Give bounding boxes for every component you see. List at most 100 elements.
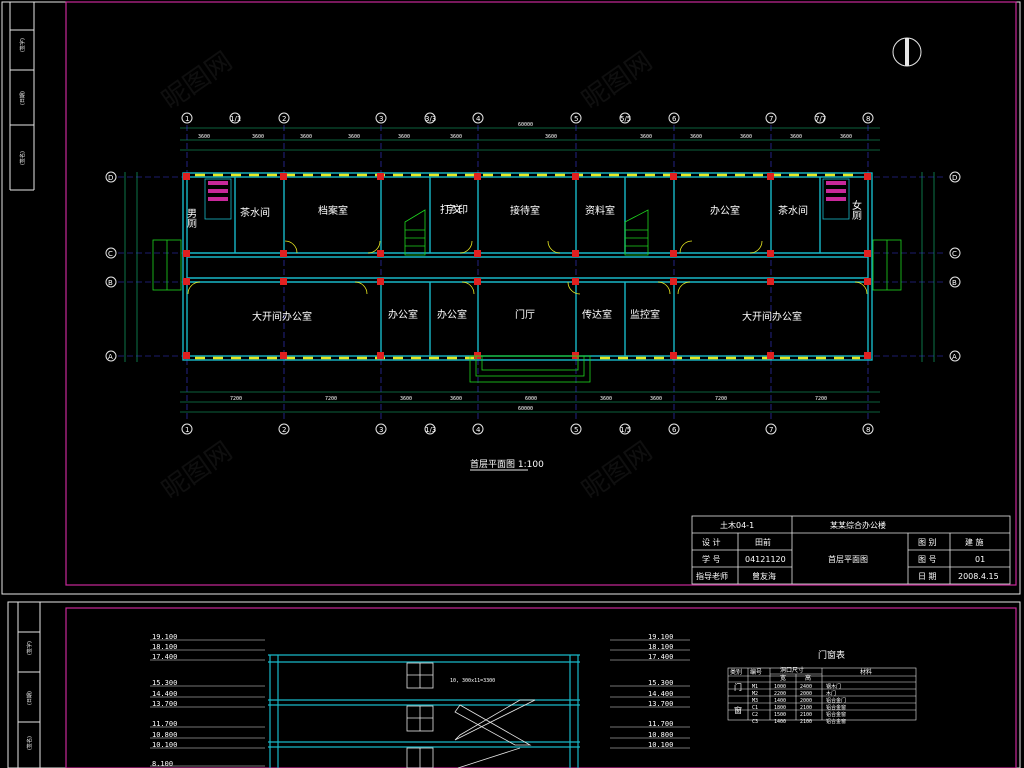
door-table-cell: 铝合金窗 <box>826 718 846 725</box>
svg-text:5: 5 <box>574 426 578 434</box>
svg-text:7200: 7200 <box>715 396 727 402</box>
tb-sheet-label: 图 号 <box>918 555 937 564</box>
stair-left <box>152 239 182 291</box>
tb-course: 土木04-1 <box>720 520 754 530</box>
svg-text:1: 1 <box>185 426 189 434</box>
level-right-5: 14.400 <box>648 690 673 698</box>
svg-text:3600: 3600 <box>650 396 662 402</box>
svg-text:5: 5 <box>574 115 578 123</box>
svg-text:7: 7 <box>769 115 773 123</box>
room-guard: 传达室 <box>582 308 612 321</box>
svg-text:7200: 7200 <box>325 396 337 402</box>
level-right-1: 19.100 <box>648 633 673 641</box>
svg-text:B: B <box>952 279 957 287</box>
room-print: 打字文印 <box>440 203 468 216</box>
axis-bubbles-bottom: 1 2 3 1/3 4 5 1/5 6 7 8 <box>181 423 874 435</box>
level-left-10: 8.100 <box>152 760 173 768</box>
tb-studentno: 04121120 <box>745 555 786 564</box>
room-male-wc: 男厕 <box>185 208 197 229</box>
title-block: 土木04-1 某某综合办公楼 设 计 田前 学 号 04121120 指导老师 … <box>691 515 1011 585</box>
axis-bubbles-top: 1 1/1 2 3 3/3 4 5 5/5 6 7 7/7 8 <box>181 112 874 124</box>
svg-text:4: 4 <box>476 115 481 123</box>
svg-text:3600: 3600 <box>400 396 412 402</box>
svg-text:2: 2 <box>282 426 286 434</box>
tb-studentno-label: 学 号 <box>702 554 721 564</box>
svg-text:昵图网: 昵图网 <box>577 46 658 115</box>
svg-text:D: D <box>952 174 957 182</box>
svg-text:D: D <box>108 174 113 182</box>
svg-text:3600: 3600 <box>840 134 852 140</box>
svg-text:7: 7 <box>769 426 773 434</box>
svg-text:3: 3 <box>379 115 383 123</box>
tb-type-label: 图 别 <box>918 538 937 547</box>
floor-plan: 60000 60000 1 1/1 2 3 3/3 4 5 5/5 <box>105 112 961 471</box>
overall-dim-top: 60000 <box>518 122 533 128</box>
door-table-cell: 铝合金门 <box>826 697 846 704</box>
door-table-cell: 1800 <box>774 705 786 711</box>
svg-text:3600: 3600 <box>252 134 264 140</box>
room-tea-2: 茶水间 <box>778 204 808 217</box>
room-tea-1: 茶水间 <box>240 206 270 219</box>
tb-drawing-name: 首层平面图 <box>828 554 868 564</box>
svg-text:3600: 3600 <box>690 134 702 140</box>
svg-text:4: 4 <box>476 426 481 434</box>
level-right-4: 15.300 <box>648 679 673 687</box>
tb-advisor-label: 指导老师 <box>696 571 728 581</box>
svg-text:3600: 3600 <box>600 396 612 402</box>
level-left-7: 11.700 <box>152 720 177 728</box>
svg-text:3600: 3600 <box>640 134 652 140</box>
svg-text:7/7: 7/7 <box>815 115 826 123</box>
level-left-1: 19.100 <box>152 633 177 641</box>
level-left-6: 13.700 <box>152 700 177 708</box>
room-female-wc: 女厕 <box>850 199 862 221</box>
stair-print-room <box>404 209 426 256</box>
svg-text:A: A <box>108 353 113 361</box>
door-table-cell: 木门 <box>826 690 836 697</box>
stair-right <box>872 239 902 291</box>
tb-date: 2008.4.15 <box>958 572 999 581</box>
svg-text:1/3: 1/3 <box>425 426 436 434</box>
svg-text:(签名): (签名) <box>26 736 33 750</box>
svg-text:门: 门 <box>734 682 742 692</box>
svg-text:1: 1 <box>185 115 189 123</box>
door-table-cell: 钢木门 <box>826 683 841 690</box>
entrance-steps <box>469 355 591 383</box>
axis-bubbles-side: D C B A D C B A <box>105 171 961 362</box>
door-table-cell: C3 <box>752 719 758 725</box>
svg-text:6: 6 <box>672 426 677 434</box>
svg-text:窗: 窗 <box>734 705 742 715</box>
stair-note: 10, 300x11=3300 <box>450 678 495 684</box>
svg-text:编号: 编号 <box>750 668 762 676</box>
door-table-cell: 2100 <box>800 719 812 725</box>
room-open-office-1: 大开间办公室 <box>252 310 312 323</box>
svg-text:3600: 3600 <box>198 134 210 140</box>
level-left-4: 15.300 <box>152 679 177 687</box>
level-right-9: 10.100 <box>648 741 673 749</box>
strip-label-sign: (签字) <box>19 38 26 52</box>
svg-text:昵图网: 昵图网 <box>157 46 238 115</box>
svg-text:类别: 类别 <box>730 668 742 676</box>
level-right-2: 18.100 <box>648 643 673 651</box>
svg-text:8: 8 <box>866 426 870 434</box>
level-left-8: 10.800 <box>152 731 177 739</box>
svg-text:(签字): (签字) <box>26 641 33 655</box>
level-right-3: 17.400 <box>648 653 673 661</box>
level-right-7: 11.700 <box>648 720 673 728</box>
door-table-cell: 2000 <box>800 691 812 697</box>
svg-text:昵图网: 昵图网 <box>577 436 658 505</box>
level-left-9: 10.100 <box>152 741 177 749</box>
room-archive: 档案室 <box>318 204 348 217</box>
tb-designer-label: 设 计 <box>702 537 721 547</box>
svg-text:宽: 宽 <box>780 674 786 682</box>
svg-text:C: C <box>952 250 957 258</box>
svg-text:3600: 3600 <box>450 134 462 140</box>
tb-designer: 田前 <box>755 537 771 547</box>
left-signature-strip: (签字) (日期) (签名) <box>9 2 35 191</box>
door-table-cell: M2 <box>752 691 758 697</box>
stair-data-room <box>624 209 649 256</box>
svg-text:5/5: 5/5 <box>620 115 631 123</box>
door-table-cell: 2200 <box>774 691 786 697</box>
svg-text:高: 高 <box>805 674 811 682</box>
room-reception: 接待室 <box>510 204 540 217</box>
door-table-cell: 铝合金窗 <box>826 704 846 711</box>
